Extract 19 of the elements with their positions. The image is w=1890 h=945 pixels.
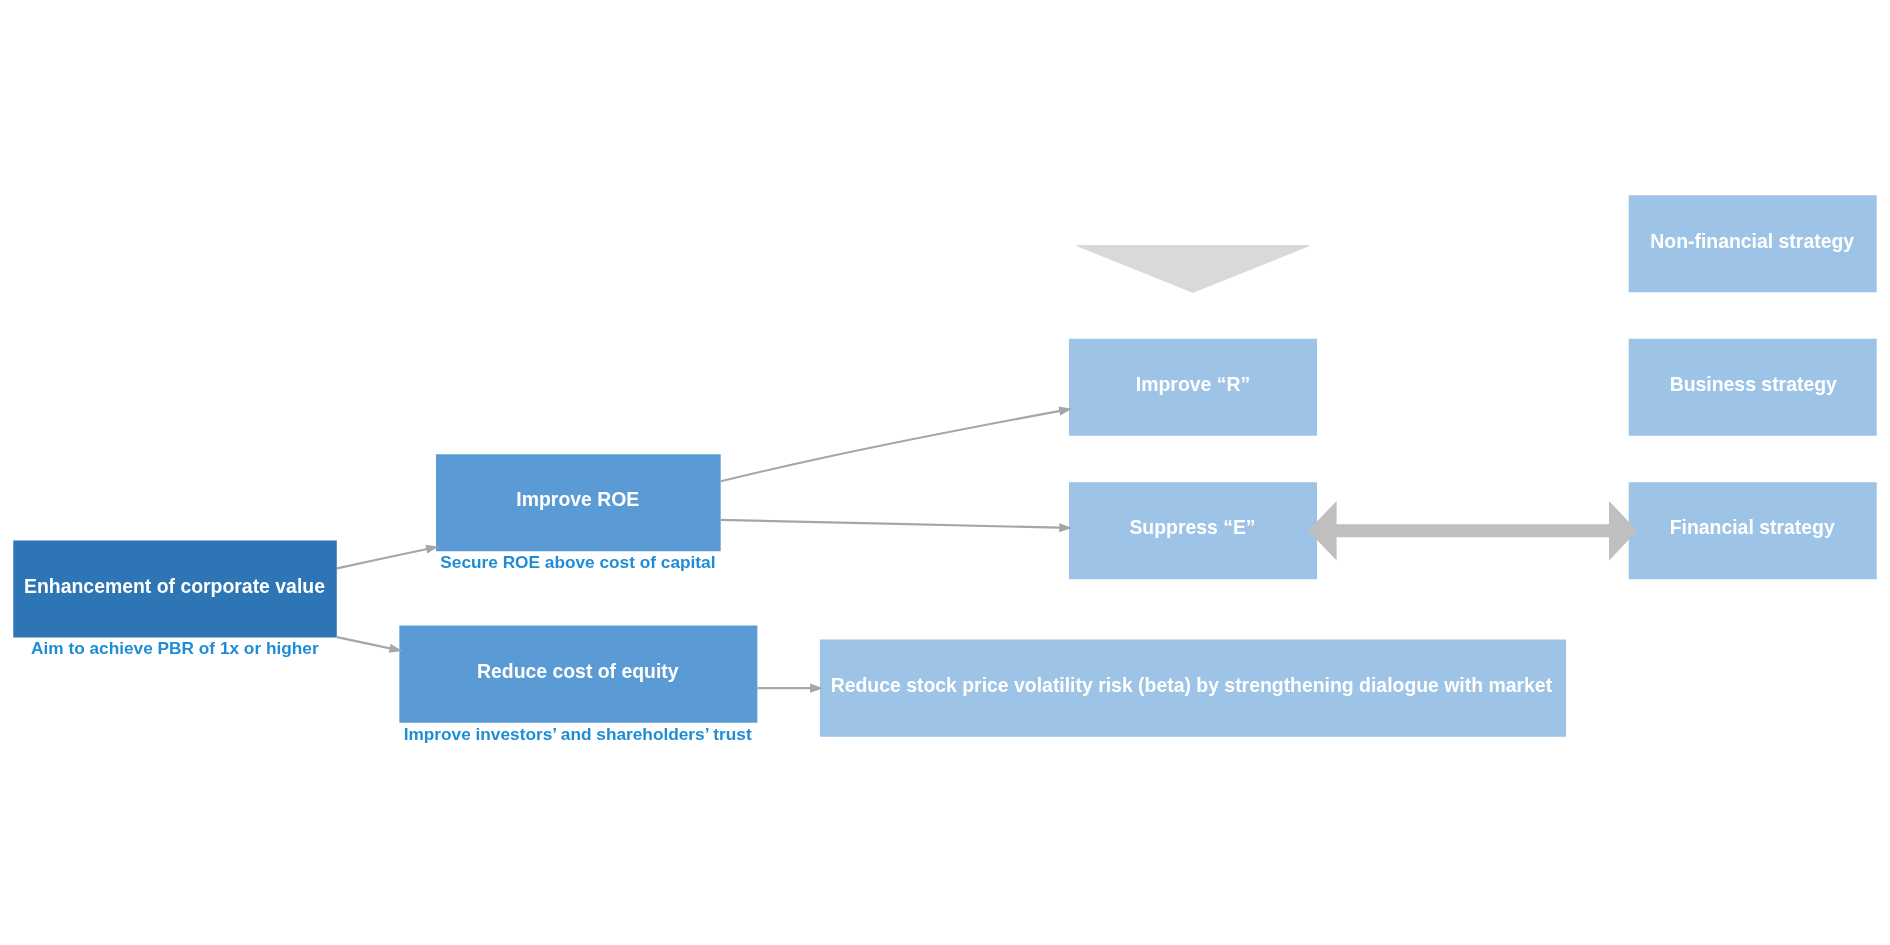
node-box: Non-financial strategy [1628,194,1877,292]
node-box: Reduce cost of equity [399,625,758,723]
node-box: Improve ROE [436,453,721,551]
node-label: Secure ROE above cost of capital [440,551,716,572]
node-box: Improve “R” [1069,338,1318,436]
arrow [720,518,1073,532]
node-triangle [1076,244,1311,293]
arrow [336,635,403,653]
arrow [757,683,824,693]
node-box: Enhancement of corporate value [13,539,337,637]
node-label: Improve investors’ and shareholders’ trust [403,723,752,744]
arrow [720,406,1073,482]
arrow [336,544,439,569]
node-box: Suppress “E” [1069,481,1318,579]
node-box: Reduce stock price volatility risk (beta) by strengthening dialogue with market [819,639,1567,737]
arrow [1308,500,1638,560]
node-box: Business strategy [1628,338,1877,436]
node-label: Aim to achieve PBR of 1x or higher [31,637,319,658]
node-box: Financial strategy [1628,481,1877,579]
